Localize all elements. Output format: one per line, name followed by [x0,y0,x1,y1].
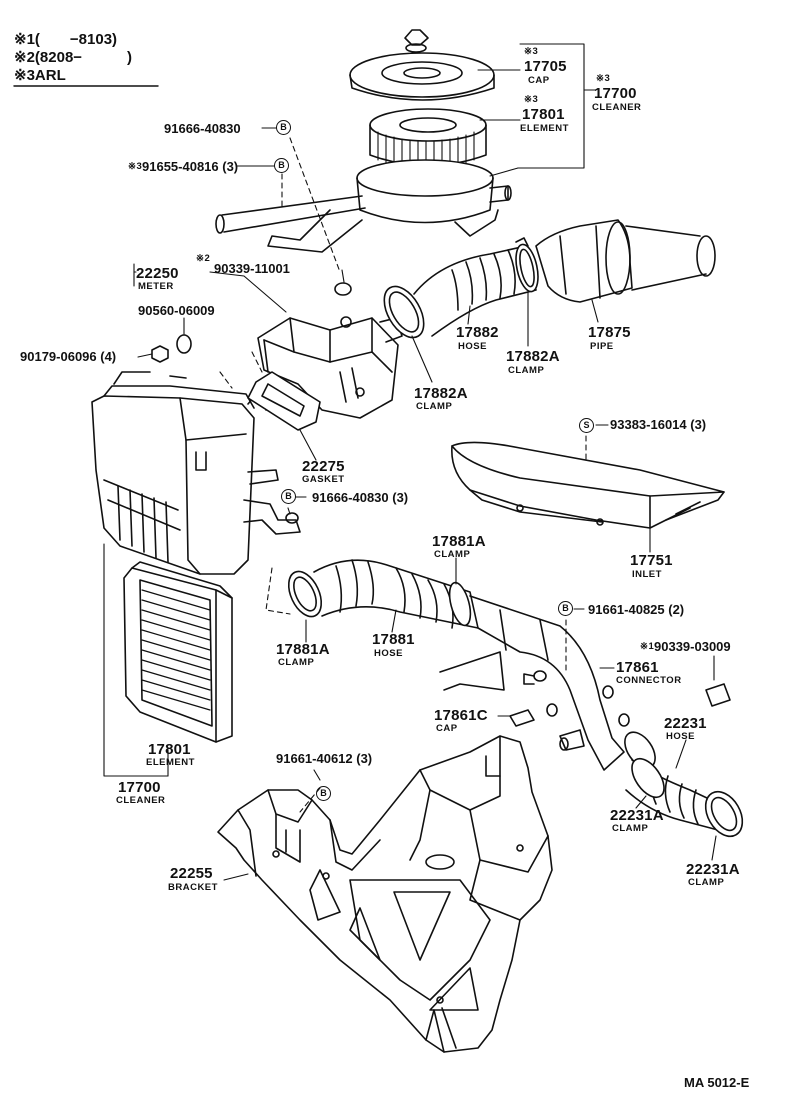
label-22250-sub: METER [138,281,174,292]
star1-mark-90339: ※1 [640,641,655,652]
label-17881a-top-sub: CLAMP [434,549,471,560]
label-17700-bottom: 17700 [118,779,161,796]
label-22231a-bottom-sub: CLAMP [688,877,725,888]
label-17861c-sub: CAP [436,723,458,734]
label-17861: 17861 [616,659,659,676]
b-marker-91666-lower: B [281,489,296,505]
label-17700-bottom-sub: CLEANER [116,795,166,806]
label-17751-sub: INLET [632,569,662,580]
label-22255: 22255 [170,865,213,882]
label-17882a-left-sub: CLAMP [416,401,453,412]
label-17881a-left: 17881A [276,641,330,658]
label-93383: 93383-16014 (3) [610,417,707,432]
s-marker-93383: S [579,418,594,434]
plug-90339 [334,282,352,296]
nut-90179 [151,345,169,363]
note-1: ※1( −8103) [14,31,118,48]
b-marker-91661-40825: B [558,601,573,617]
label-17861c: 17861C [434,707,488,724]
label-22231a-mid: 22231A [610,807,664,824]
label-17801-top: 17801 [522,106,565,123]
label-17881a-left-sub: CLAMP [278,657,315,668]
label-90339-11001: 90339-11001 [214,261,290,276]
figure-code: MA 5012-E [684,1075,750,1090]
label-90179: 90179-06096 (4) [20,349,117,364]
upper-hose-assembly-drawing [383,219,716,339]
label-22231-sub: HOSE [666,731,695,742]
label-22255-sub: BRACKET [168,882,218,893]
label-17875-sub: PIPE [590,341,614,352]
label-17882: 17882 [456,324,499,341]
label-17861-sub: CONNECTOR [616,675,682,686]
label-17801-top-sub: ELEMENT [520,123,569,134]
label-17875: 17875 [588,324,631,341]
label-17705-sub: CAP [528,75,550,86]
b-marker-91666-upper: B [276,120,291,136]
star3-mark-91655: ※3 [128,161,143,172]
label-17881a-top: 17881A [432,533,486,550]
star3-mark-17705: ※3 [524,46,539,57]
b-marker-91655: B [274,158,289,174]
lower-hose-assembly-drawing [287,559,630,771]
note-3: ※3ARL [14,67,66,84]
label-90560: 90560-06009 [138,303,215,318]
label-90339-03009: 90339-03009 [654,639,731,654]
cap-17861c-drawing [509,709,535,727]
label-17801-bottom-sub: ELEMENT [146,757,195,768]
label-17882a-right: 17882A [506,348,560,365]
label-22250: 22250 [136,265,179,282]
cap-90339-03009-drawing [705,683,731,707]
label-17801-bottom: 17801 [148,741,191,758]
label-91655: 91655-40816 (3) [142,159,239,174]
label-17882-sub: HOSE [458,341,487,352]
label-91661-40825: 91661-40825 (2) [588,602,685,617]
round-air-cleaner-drawing [215,29,512,253]
leader-lines [103,43,717,881]
hose-22231-assembly-drawing [624,731,744,838]
label-91666-upper: 91666-40830 [164,121,241,136]
label-22275: 22275 [302,458,345,475]
star2-mark-22250: ※2 [196,253,211,264]
label-17700-top-sub: CLEANER [592,102,642,113]
label-17881: 17881 [372,631,415,648]
inlet-duct-drawing [451,441,725,529]
label-91661-40612: 91661-40612 (3) [276,751,373,766]
label-22275-sub: GASKET [302,474,345,485]
bracket-drawing [217,735,553,1053]
label-22231a-mid-sub: CLAMP [612,823,649,834]
label-17881-sub: HOSE [374,648,403,659]
b-marker-91661-40612: B [316,786,331,802]
air-cleaner-case-drawing [91,371,301,575]
panel-element-drawing [123,561,233,743]
label-17882a-right-sub: CLAMP [508,365,545,376]
label-91666-lower: 91666-40830 (3) [312,490,409,505]
label-17751: 17751 [630,552,673,569]
star3-mark-17801: ※3 [524,94,539,105]
star3-mark-17700: ※3 [596,73,611,84]
label-17700-top: 17700 [594,85,637,102]
label-22231a-bottom: 22231A [686,861,740,878]
note-2: ※2(8208− ) [14,49,133,66]
label-22231: 22231 [664,715,707,732]
label-17705: 17705 [524,58,567,75]
label-17882a-left: 17882A [414,385,468,402]
ring-90560 [176,334,192,354]
